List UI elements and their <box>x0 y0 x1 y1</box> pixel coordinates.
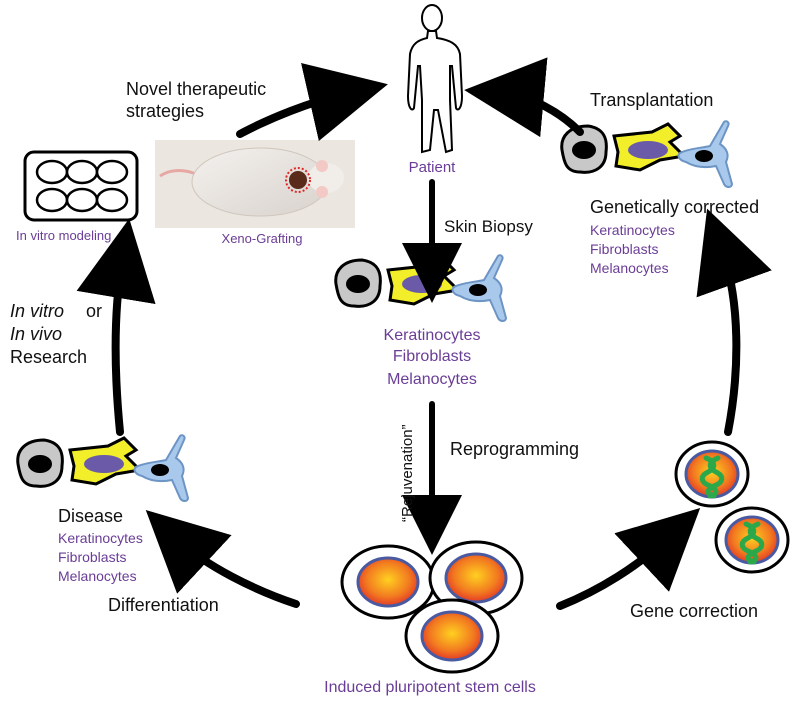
disease-cell-melanocytes: Melanocytes <box>58 568 137 584</box>
novel-strategies-line2: strategies <box>126 101 204 121</box>
research-label: Research <box>10 347 87 367</box>
reprogramming-label: Reprogramming <box>450 439 579 459</box>
ipsc-label: Induced pluripotent stem cells <box>324 679 536 696</box>
well-plate-icon <box>23 150 139 222</box>
corrected-cell-keratinocytes: Keratinocytes <box>590 222 675 238</box>
gene-correction-label: Gene correction <box>630 601 758 621</box>
skin-biopsy-label: Skin Biopsy <box>444 217 533 236</box>
patient-label: Patient <box>409 159 457 176</box>
arrow-genetically-corrected <box>696 208 772 436</box>
in-vitro-modeling-label: In vitro modeling <box>16 228 111 243</box>
center-cell-keratinocytes: Keratinocytes <box>384 327 481 344</box>
disease-cell-trio <box>16 433 190 503</box>
corrected-cell-fibroblasts: Fibroblasts <box>590 241 658 257</box>
arrow-research <box>76 218 156 436</box>
corrected-ipsc-cell-1 <box>676 442 748 506</box>
ipsc-cell-3 <box>404 598 500 674</box>
research-in-vivo: In vivo <box>10 324 62 344</box>
arrow-differentiation <box>145 510 300 608</box>
center-cell-melanocytes: Melanocytes <box>387 371 477 388</box>
xeno-grafting-label: Xeno-Grafting <box>222 231 303 246</box>
corrected-ipsc-cell-2 <box>716 508 788 572</box>
mouse-photo <box>155 140 355 228</box>
transplantation-label: Transplantation <box>590 90 713 110</box>
arrow-novel-strategies <box>236 63 388 142</box>
patient-figure-icon <box>406 4 464 154</box>
research-or: or <box>86 301 102 321</box>
differentiation-label: Differentiation <box>108 595 219 615</box>
corrected-cell-trio <box>560 119 734 189</box>
center-cell-trio <box>334 253 508 323</box>
disease-label: Disease <box>58 506 123 526</box>
arrow-gene-correction <box>556 507 701 610</box>
disease-cell-keratinocytes: Keratinocytes <box>58 530 143 546</box>
arrow-transplantation <box>464 57 584 138</box>
disease-cell-fibroblasts: Fibroblasts <box>58 549 126 565</box>
center-cell-fibroblasts: Fibroblasts <box>393 348 471 365</box>
corrected-cell-melanocytes: Melanocytes <box>590 260 669 276</box>
research-in-vitro: In vitro <box>10 301 64 321</box>
novel-strategies-line1: Novel therapeutic <box>126 79 266 99</box>
genetically-corrected-label: Genetically corrected <box>590 197 759 217</box>
ipsc-cell-1 <box>340 544 436 620</box>
rejuvenation-label: “Rejuvenation” <box>399 424 416 522</box>
